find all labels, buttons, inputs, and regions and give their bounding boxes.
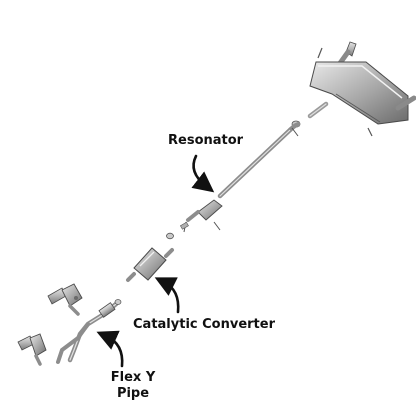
resonator (180, 200, 222, 232)
flex-pipe-arrow (106, 336, 122, 366)
flex-y-pipe-label-line1: Flex Y (110, 370, 156, 386)
flex-y-pipe-label: Flex Y Pipe (110, 370, 156, 403)
resonator-label: Resonator (168, 133, 243, 149)
manifold-converter-upper (48, 284, 82, 314)
catalytic-converter-label: Catalytic Converter (133, 317, 275, 333)
catalytic-converter (128, 248, 172, 280)
flex-y-pipe-label-line2: Pipe (110, 386, 156, 402)
flex-y-pipe (58, 300, 121, 363)
catalytic-converter-arrow (164, 282, 178, 312)
muffler (310, 42, 414, 136)
flange-mid (167, 233, 174, 239)
manifold-converter-lower (18, 334, 46, 364)
resonator-arrow (194, 156, 206, 186)
